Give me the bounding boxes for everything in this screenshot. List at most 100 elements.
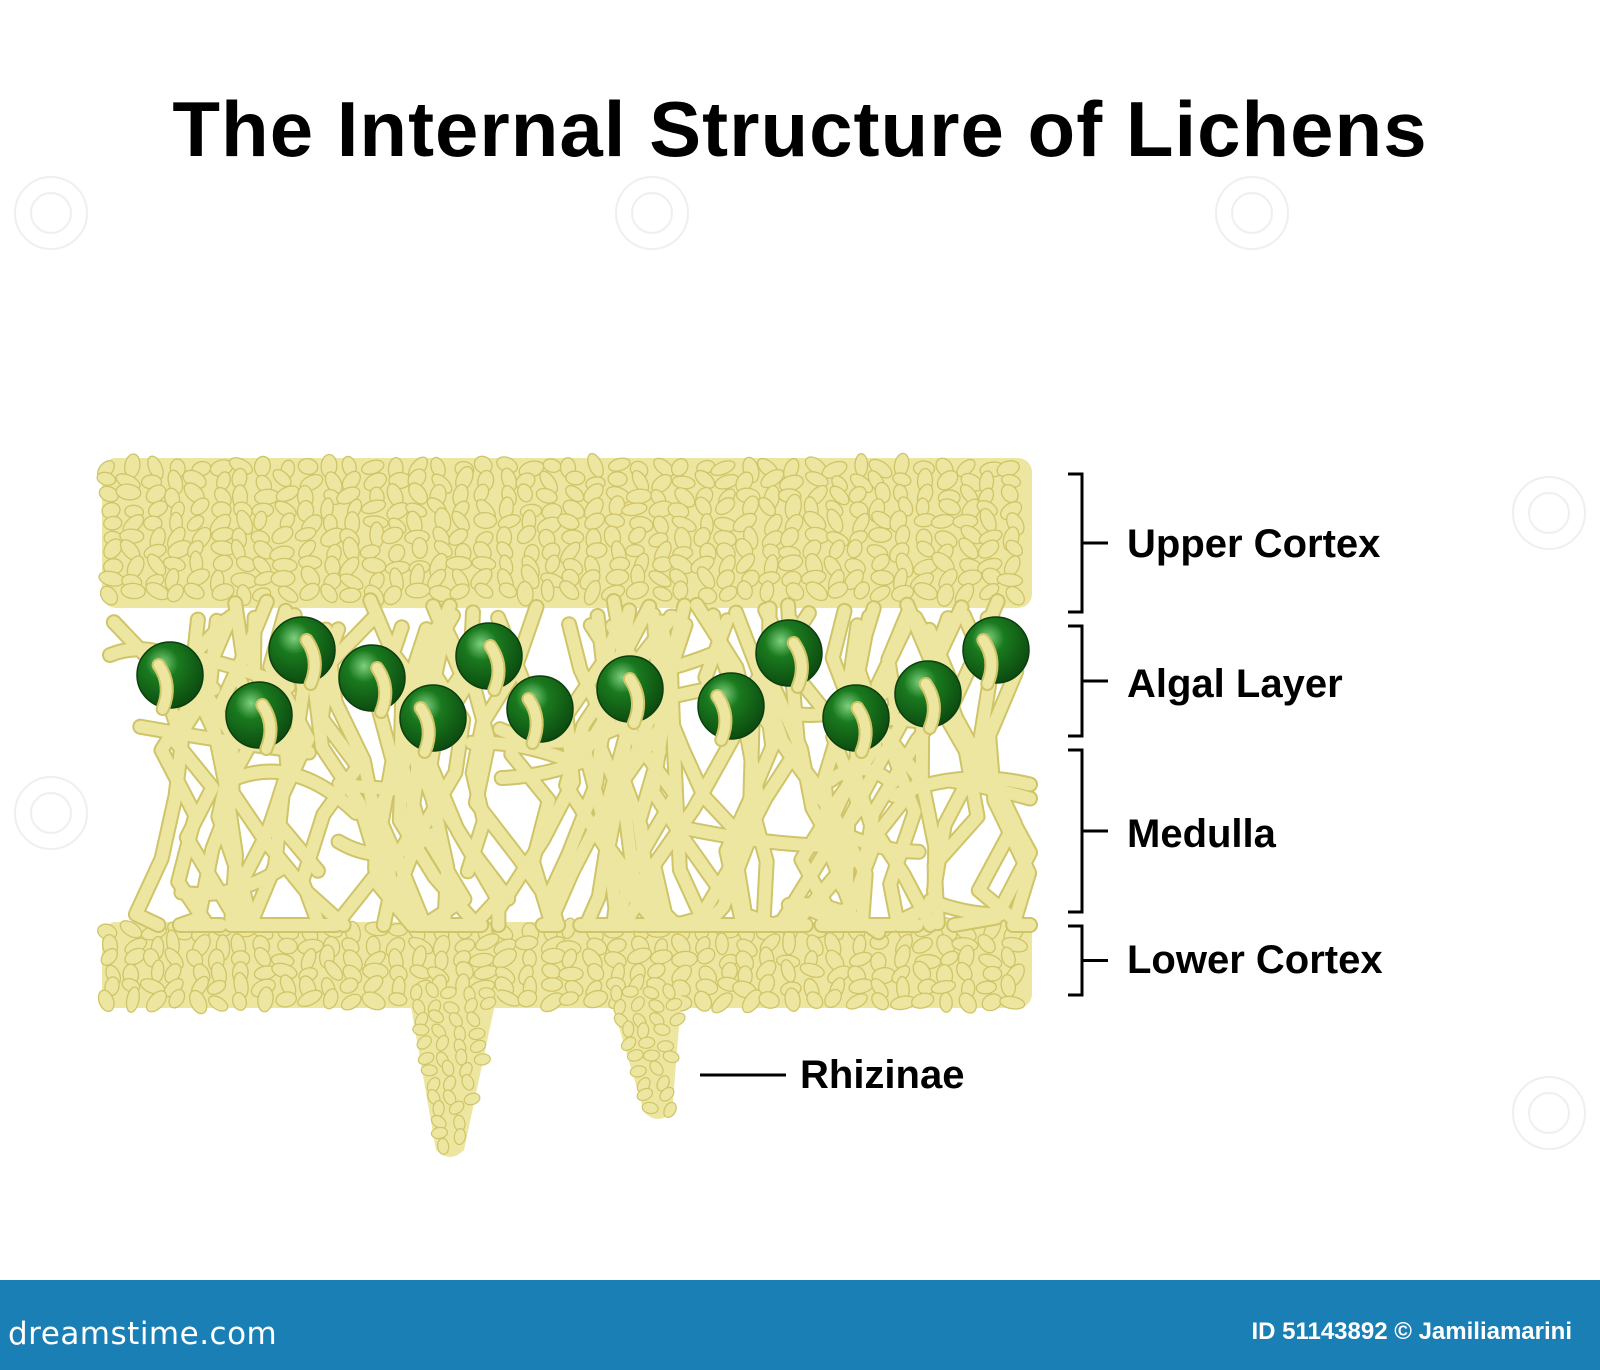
footer-credit: ID 51143892 © Jamiliamarini <box>1251 1318 1572 1345</box>
cortex-cell <box>492 948 518 969</box>
cortex-cell <box>270 569 296 588</box>
cortex-cell <box>275 485 300 503</box>
rhizina-cell <box>420 1064 438 1077</box>
algal-cell <box>755 619 823 687</box>
rhizina-cell <box>439 986 457 1000</box>
cortex-cell <box>558 991 579 1007</box>
cortex-cell <box>736 580 753 601</box>
hypha-on-alga <box>153 660 172 714</box>
rhizina-cell <box>638 1036 656 1049</box>
hypha <box>819 817 925 858</box>
hypha <box>494 718 631 748</box>
cortex-cell <box>693 990 713 1012</box>
cortex-cell <box>540 578 555 603</box>
hypha <box>333 777 416 796</box>
cortex-cell <box>168 988 186 1009</box>
hypha-on-alga <box>624 674 644 728</box>
cortex-cell <box>96 471 117 486</box>
hypha-on-alga <box>485 641 504 695</box>
rhizina-cell <box>620 1036 637 1052</box>
cortex-cell <box>340 993 362 1011</box>
cortex-cell <box>497 514 521 530</box>
hypha-on-alga <box>788 638 807 692</box>
cortex-cell <box>585 542 608 559</box>
cortex-cell <box>147 500 169 518</box>
rhizina-cell <box>656 1075 670 1092</box>
bracket-lower-cortex <box>1068 924 1108 997</box>
cortex-cell <box>853 581 871 600</box>
cortex-cell <box>780 527 800 548</box>
rhizina-cell <box>435 1034 450 1052</box>
cortex-cell <box>164 963 182 984</box>
diagram-title: The Internal Structure of Lichens <box>172 85 1428 173</box>
cortex-cell <box>211 583 235 601</box>
bracket-algal-layer <box>1068 624 1108 738</box>
watermark-icon <box>1512 476 1586 550</box>
cortex-cell <box>782 928 796 956</box>
cortex-cell <box>339 573 364 591</box>
cortex-cell <box>516 525 537 545</box>
cortex-cell <box>145 990 168 1013</box>
cortex-cell <box>339 977 359 994</box>
cortex-cell <box>940 950 959 967</box>
cortex-cell <box>166 583 185 603</box>
cortex-cell <box>449 583 470 600</box>
cortex-cell <box>759 580 775 603</box>
footer-site-link[interactable]: dreamstime.com <box>8 1316 278 1352</box>
cortex-cell <box>235 555 256 573</box>
rhizina-cell <box>653 1023 671 1036</box>
cortex-cell <box>806 991 824 1010</box>
algal-cell <box>225 681 293 749</box>
rhizina-cell <box>448 1100 465 1115</box>
cortex-cell <box>958 992 977 1014</box>
cortex-cell <box>674 487 696 508</box>
cortex-cell <box>648 570 672 588</box>
hypha <box>134 720 315 759</box>
cortex-cell <box>383 585 403 606</box>
medulla-hyphae <box>102 592 1038 941</box>
cortex-cell <box>361 991 386 1011</box>
watermark-icon <box>615 176 689 250</box>
cortex-cell <box>381 526 404 545</box>
cortex-cell <box>540 977 564 992</box>
rhizina-cell <box>461 1073 475 1091</box>
cortex-cell <box>120 582 146 600</box>
cortex-cell <box>1000 946 1016 968</box>
cortex-cell <box>1005 585 1025 606</box>
cortex-cell <box>565 470 586 486</box>
cortex-cell <box>408 482 428 505</box>
cortex-cell <box>257 986 274 1013</box>
hypha-on-alga <box>372 663 391 717</box>
hypha <box>596 612 677 931</box>
cortex-cell <box>869 585 891 603</box>
hypha <box>175 863 287 901</box>
cortex-cell <box>517 989 538 1008</box>
rhizina-cell <box>473 1053 491 1066</box>
cortex-cell <box>647 962 666 979</box>
cortex-cell <box>652 586 673 602</box>
cortex-cell <box>164 947 184 970</box>
hypha <box>373 612 454 931</box>
cortex-cell <box>621 502 648 517</box>
algal-cell <box>338 644 406 712</box>
label-algal-layer: Algal Layer <box>1127 662 1343 706</box>
watermark-icon <box>14 776 88 850</box>
hypha <box>924 894 1007 921</box>
cortex-cell <box>584 512 606 531</box>
cortex-cell <box>846 539 863 559</box>
cortex-cell <box>711 992 733 1014</box>
rhizina-cell <box>630 996 645 1012</box>
cortex-cell <box>473 455 493 475</box>
rhizina-cell <box>437 1137 450 1155</box>
rhizina-cell <box>641 1101 659 1115</box>
rhizina-cell <box>453 1128 467 1146</box>
rhizina-cell <box>428 1009 445 1024</box>
rhizina-cell <box>629 1065 647 1078</box>
cortex-cell <box>559 580 580 601</box>
cortex-cell <box>874 481 891 504</box>
cortex-cell <box>297 457 319 476</box>
hypha-on-alga <box>712 691 731 745</box>
hypha <box>887 772 1036 802</box>
label-rhizinae: Rhizinae <box>800 1053 965 1097</box>
cortex-cell <box>827 581 849 599</box>
